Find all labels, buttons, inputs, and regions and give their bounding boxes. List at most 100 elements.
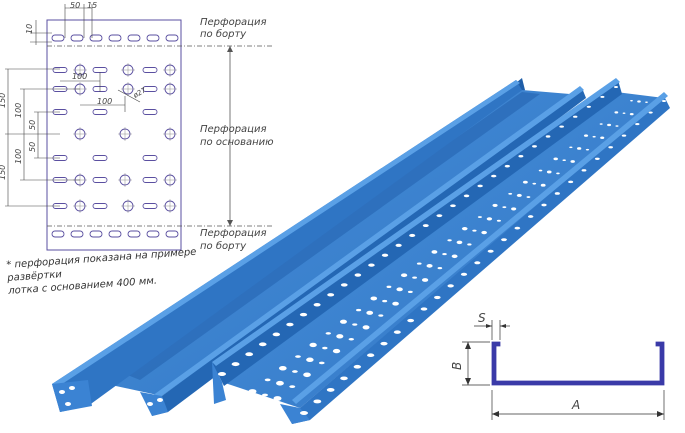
wall-slot — [621, 134, 627, 137]
wall-slot — [463, 194, 470, 198]
floor-hole — [553, 157, 558, 161]
wall-slot — [353, 364, 362, 369]
floor-hole — [426, 264, 433, 268]
floor-hole — [332, 348, 341, 354]
floor-hole — [400, 273, 408, 278]
floor-hole — [421, 278, 429, 282]
base-slot — [142, 86, 158, 92]
floor-slot — [477, 216, 482, 219]
wall-slot — [299, 312, 308, 317]
zone-label-side-top-1: Перфорация — [200, 17, 266, 28]
dim-s-arrow-right — [500, 324, 506, 328]
floor-slot — [532, 182, 537, 185]
solid-tray-near-wall-top — [52, 80, 520, 388]
base-slot — [92, 109, 108, 115]
floor-slot — [472, 229, 477, 232]
dim-left-3: 50 — [28, 120, 37, 130]
perforated-tray-far-wall-top — [212, 78, 620, 366]
base-slot — [92, 155, 108, 161]
side-slot — [108, 230, 122, 238]
floor-slot — [442, 253, 447, 256]
wall-slot — [573, 115, 578, 118]
floor-hole — [629, 112, 634, 116]
floor-slot — [356, 308, 362, 312]
floor-slot — [264, 378, 271, 382]
solid-tray-near-wall — [52, 80, 522, 412]
base-slot — [142, 155, 158, 161]
side-slot — [70, 34, 84, 42]
floor-hole — [637, 100, 641, 103]
dim-a-arrow-left — [492, 411, 499, 417]
side-slot — [108, 34, 122, 42]
floor-hole — [486, 217, 493, 221]
wall-slot — [218, 372, 226, 376]
end-hole — [59, 390, 65, 394]
base-slot — [52, 67, 68, 73]
wall-slot — [527, 215, 534, 218]
dim-line-b — [462, 341, 490, 386]
side-slot — [165, 230, 179, 238]
zone-label-base-2: по основанию — [200, 137, 274, 148]
dimension-lines-mid — [60, 72, 141, 112]
wall-slot — [559, 125, 564, 128]
wall-slot — [313, 399, 322, 404]
floor-slot — [599, 123, 603, 125]
dim-b-arrow-top — [465, 342, 471, 349]
solid-tray-end-left — [52, 380, 92, 412]
wall-slot — [300, 411, 308, 415]
floor-slot — [289, 385, 296, 389]
wall-slot — [532, 145, 537, 148]
floor-slot — [615, 125, 619, 127]
base-slot — [142, 203, 158, 209]
floor-slot — [630, 100, 633, 102]
wall-slot — [407, 318, 415, 323]
wall-slot — [474, 261, 481, 265]
end-hole — [147, 402, 153, 406]
wall-slot — [504, 164, 510, 168]
wall-slot — [380, 341, 388, 346]
wall-slot — [434, 295, 441, 300]
floor-slot — [496, 219, 501, 222]
side-slot — [127, 34, 141, 42]
perforated-tray-end-right — [280, 404, 310, 424]
dimension-lines-left — [5, 68, 80, 207]
floor-hole — [396, 287, 403, 292]
floor-hole — [456, 240, 463, 245]
dim-mid-1: 100 — [72, 72, 87, 81]
end-hole — [69, 386, 75, 390]
wall-slot — [648, 111, 653, 114]
zone-label-side-bottom-1: Перфорация — [200, 228, 266, 239]
base-slot — [92, 177, 108, 183]
floor-hole — [540, 183, 546, 187]
wall-slot — [354, 273, 362, 277]
wall-slot — [381, 253, 389, 257]
dim-s-arrow-left — [486, 324, 492, 328]
wall-slot — [581, 169, 587, 172]
wall-slot — [286, 322, 294, 327]
floor-slot — [569, 146, 573, 149]
floor-hole — [522, 180, 528, 184]
wall-slot — [272, 332, 281, 337]
floor-hole — [392, 301, 399, 306]
floor-hole — [461, 227, 468, 231]
wall-slot — [450, 204, 456, 208]
solid-tray — [52, 78, 586, 416]
dim-left-2: 100 — [14, 103, 23, 118]
dim-mid-2: 100 — [97, 97, 112, 106]
floor-hole — [516, 193, 522, 197]
floor-slot — [262, 393, 268, 397]
floor-hole — [339, 319, 347, 324]
perforated-tray-holes — [218, 86, 666, 415]
floor-hole — [366, 310, 374, 315]
wall-slot — [313, 302, 321, 307]
floor-hole — [309, 342, 317, 348]
wall-slot — [258, 342, 267, 347]
wall-slot — [245, 352, 254, 357]
wall-slot — [393, 330, 401, 334]
solid-tray-end-holes — [59, 386, 163, 406]
wall-slot — [436, 214, 443, 218]
floor-slot — [407, 290, 413, 293]
floor-hole — [600, 136, 605, 140]
side-slot — [146, 34, 160, 42]
floor-slot — [292, 370, 298, 373]
